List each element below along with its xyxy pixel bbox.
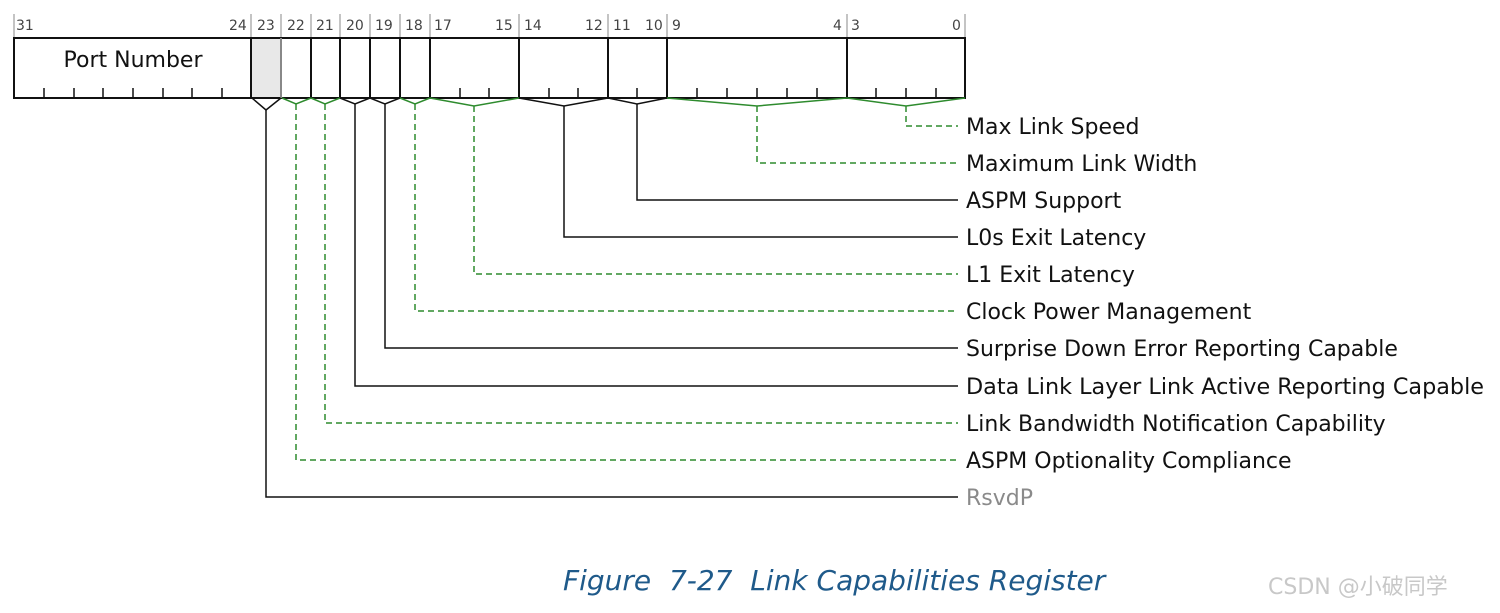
callout-l1-exit-latency: L1 Exit Latency bbox=[966, 263, 1135, 288]
callout-rsvdp: RsvdP bbox=[966, 486, 1033, 511]
leader-aspm-optionality bbox=[295, 104, 958, 461]
leader-link-bandwidth-notification bbox=[324, 104, 958, 424]
bit-ticks bbox=[43, 88, 937, 98]
leader-rsvdp bbox=[265, 110, 958, 498]
callout-l0s-exit-latency: L0s Exit Latency bbox=[966, 226, 1146, 251]
callout-surprise-down-error: Surprise Down Error Reporting Capable bbox=[966, 337, 1398, 362]
bit-number-11: 11 bbox=[613, 18, 631, 34]
bit-number-3: 3 bbox=[851, 18, 860, 34]
bit-number-10: 10 bbox=[645, 18, 663, 34]
callout-labels: Max Link Speed Maximum Link Width ASPM S… bbox=[966, 115, 1484, 511]
bit-number-12: 12 bbox=[585, 18, 603, 34]
bit-number-20: 20 bbox=[346, 18, 364, 34]
brace-bits-3-0 bbox=[846, 97, 966, 107]
leader-clock-power-management bbox=[414, 104, 958, 312]
bit-number-18: 18 bbox=[405, 18, 423, 34]
bit-number-22: 22 bbox=[287, 18, 305, 34]
callout-clock-power-management: Clock Power Management bbox=[966, 300, 1252, 325]
leader-surprise-down-error bbox=[384, 104, 958, 349]
callout-data-link-layer-active: Data Link Layer Link Active Reporting Ca… bbox=[966, 375, 1484, 400]
bit-number-labels: 31 24 23 22 21 20 19 18 17 15 14 12 11 1… bbox=[16, 18, 961, 34]
figure-caption: Figure 7-27 Link Capabilities Register bbox=[563, 564, 1107, 597]
leader-data-link-layer-active bbox=[354, 104, 958, 387]
bit-number-21: 21 bbox=[316, 18, 334, 34]
callout-max-link-speed: Max Link Speed bbox=[966, 115, 1140, 140]
brace-bits-9-4 bbox=[666, 97, 848, 107]
callout-aspm-optionality: ASPM Optionality Compliance bbox=[966, 449, 1292, 474]
leader-aspm-support bbox=[636, 104, 958, 201]
bit-number-9: 9 bbox=[672, 18, 681, 34]
reserved-field-fill bbox=[252, 38, 281, 98]
leader-maximum-link-width bbox=[756, 106, 958, 164]
bit-number-24: 24 bbox=[229, 18, 247, 34]
callout-aspm-support: ASPM Support bbox=[966, 189, 1122, 214]
bit-number-0: 0 bbox=[952, 18, 961, 34]
field-dividers bbox=[250, 38, 848, 98]
watermark: CSDN @小破同学 bbox=[1268, 575, 1448, 600]
leader-max-link-speed bbox=[905, 106, 958, 127]
bit-number-17: 17 bbox=[434, 18, 452, 34]
callout-link-bandwidth-notification: Link Bandwidth Notification Capability bbox=[966, 412, 1386, 437]
port-number-label: Port Number bbox=[64, 48, 204, 73]
bit-number-4: 4 bbox=[833, 18, 842, 34]
brace-bits-14-12 bbox=[518, 97, 609, 107]
register-box: Port Number bbox=[13, 37, 966, 99]
bit-number-19: 19 bbox=[375, 18, 393, 34]
leader-lines bbox=[265, 104, 958, 498]
brace-bit-23 bbox=[251, 97, 282, 111]
bit-number-31: 31 bbox=[16, 18, 34, 34]
leader-l1-exit-latency bbox=[473, 106, 958, 275]
leader-l0s-exit-latency bbox=[563, 106, 958, 238]
bit-number-23: 23 bbox=[257, 18, 275, 34]
callout-maximum-link-width: Maximum Link Width bbox=[966, 152, 1197, 177]
bit-number-14: 14 bbox=[524, 18, 542, 34]
bit-number-15: 15 bbox=[495, 18, 513, 34]
field-braces bbox=[251, 97, 966, 111]
brace-bits-17-15 bbox=[429, 97, 520, 107]
bit-number-separators bbox=[13, 14, 966, 38]
